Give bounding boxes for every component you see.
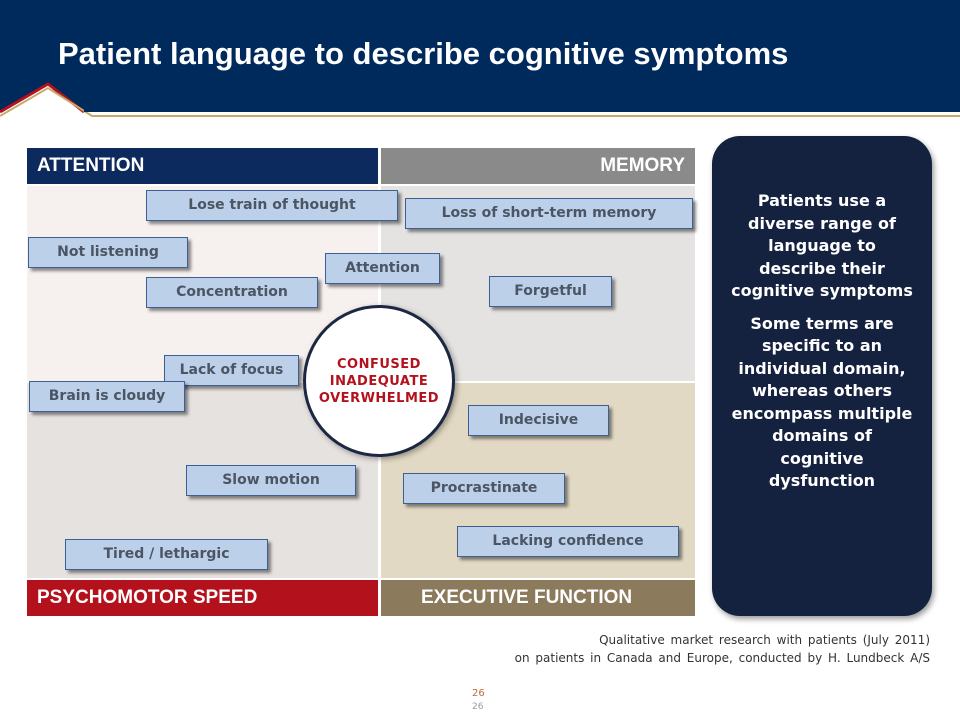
- term-forgetful: Forgetful: [489, 276, 612, 307]
- page-number: 26: [472, 688, 485, 699]
- attention-header: ATTENTION: [27, 148, 378, 184]
- key-message-panel: Patients use a diverse range of language…: [712, 136, 932, 616]
- term-not-listening: Not listening: [28, 237, 188, 268]
- term-indecisive: Indecisive: [468, 405, 609, 436]
- page-number-secondary: 26: [472, 702, 484, 712]
- header-accent: [0, 82, 960, 117]
- source-footnote: Qualitative market research with patient…: [515, 631, 930, 667]
- term-lose-train-of-thought: Lose train of thought: [146, 190, 398, 221]
- page-title: Patient language to describe cognitive s…: [58, 36, 789, 71]
- shared-feelings-circle: CONFUSED INADEQUATE OVERWHELMED: [303, 305, 455, 457]
- term-procrastinate: Procrastinate: [403, 473, 565, 504]
- term-loss-of-short-term-memory: Loss of short-term memory: [405, 198, 693, 229]
- term-brain-is-cloudy: Brain is cloudy: [29, 381, 185, 412]
- footnote-line-1: Qualitative market research with patient…: [599, 633, 930, 647]
- term-lack-of-focus: Lack of focus: [164, 355, 299, 386]
- term-tired-lethargic: Tired / lethargic: [65, 539, 268, 570]
- term-attention: Attention: [325, 253, 440, 284]
- psychomotor-speed-header: PSYCHOMOTOR SPEED: [27, 580, 378, 616]
- executive-function-header: EXECUTIVE FUNCTION: [381, 580, 695, 616]
- panel-message-2: Some terms are specific to an individual…: [731, 313, 913, 491]
- circle-word-inadequate: INADEQUATE: [329, 373, 429, 389]
- term-concentration: Concentration: [146, 277, 318, 308]
- circle-word-overwhelmed: OVERWHELMED: [318, 390, 440, 406]
- footnote-line-2: on patients in Canada and Europe, conduc…: [514, 651, 930, 665]
- circle-word-confused: CONFUSED: [337, 356, 421, 372]
- panel-message-1: Patients use a diverse range of language…: [731, 191, 913, 300]
- memory-header: MEMORY: [381, 148, 695, 184]
- term-slow-motion: Slow motion: [186, 465, 356, 496]
- term-lacking-confidence: Lacking confidence: [457, 526, 679, 557]
